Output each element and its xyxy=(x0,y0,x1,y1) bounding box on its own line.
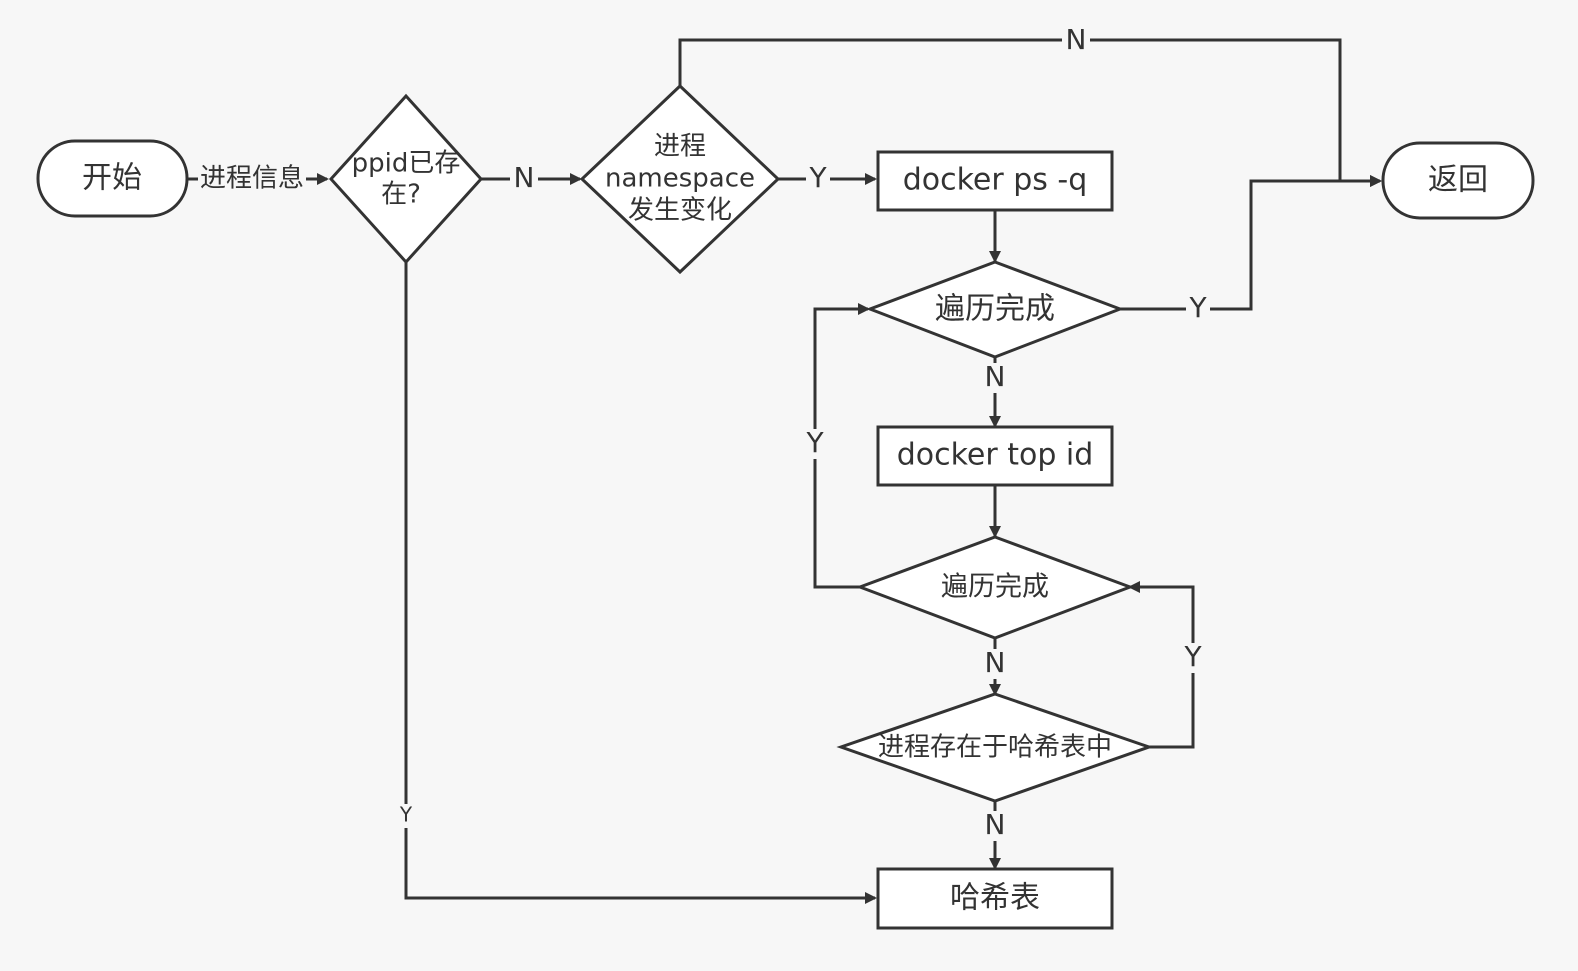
node-docker-top-label: docker top id xyxy=(897,438,1094,473)
node-return: 返回 xyxy=(1381,141,1535,220)
node-ppid-exists-line-2: 在? xyxy=(381,180,421,210)
process-shape xyxy=(876,867,1114,930)
edge-label-background xyxy=(1181,643,1205,673)
node-docker-ps: docker ps -q xyxy=(876,150,1114,212)
decision-shape xyxy=(865,260,1125,359)
edge-label-background xyxy=(981,649,1009,679)
edge-label-namespace-no: N xyxy=(1066,23,1087,56)
edge-label-process-info: 进程信息 xyxy=(200,164,304,194)
edge-label-namespace-yes: Y xyxy=(808,161,827,194)
edge-label-ppid-no: N xyxy=(514,161,535,194)
node-start: 开始 xyxy=(36,139,189,218)
node-namespace-line-1: 进程 xyxy=(654,132,706,162)
nodes-layer: 开始 ppid已存 在? 进程 namespace 发生变化 docker ps… xyxy=(36,83,1535,930)
node-in-hash-table-label: 进程存在于哈希表中 xyxy=(878,733,1112,763)
node-traverse-done-2-label: 遍历完成 xyxy=(941,572,1049,603)
edge-label-background xyxy=(198,164,306,194)
decision-shape xyxy=(328,93,484,265)
node-traverse-done-2: 遍历完成 xyxy=(855,535,1135,640)
node-docker-top: docker top id xyxy=(876,425,1114,487)
edge-label-background xyxy=(510,164,538,194)
edge-ppid-to-hash-table xyxy=(404,262,877,904)
node-traverse-done-1-label: 遍历完成 xyxy=(935,292,1055,327)
edge-label-ppid-yes: Y xyxy=(399,803,413,827)
node-start-label: 开始 xyxy=(82,161,142,196)
terminator-shape xyxy=(36,139,189,218)
edge-label-traverse-1-yes: Y xyxy=(1188,291,1207,324)
edge-label-background xyxy=(981,363,1009,393)
edge-label-background xyxy=(803,429,827,459)
edge-label-in-hash-no: N xyxy=(985,808,1006,841)
node-docker-ps-label: docker ps -q xyxy=(903,163,1088,198)
node-ppid-exists: ppid已存 在? xyxy=(328,93,484,265)
edge-label-background xyxy=(1186,294,1210,324)
node-traverse-done-1: 遍历完成 xyxy=(865,260,1125,359)
edge-label-traverse-2-no: N xyxy=(985,646,1006,679)
edge-traverse-1-to-return xyxy=(1120,175,1382,311)
node-return-label: 返回 xyxy=(1428,163,1488,198)
decision-shape xyxy=(836,692,1154,803)
node-in-hash-table: 进程存在于哈希表中 xyxy=(836,692,1154,803)
node-hash-table-label: 哈希表 xyxy=(950,881,1040,916)
node-hash-table: 哈希表 xyxy=(876,867,1114,930)
terminator-shape xyxy=(1381,141,1535,220)
edge-label-traverse-2-yes: Y xyxy=(805,426,824,459)
decision-shape xyxy=(579,83,781,275)
node-namespace-changed: 进程 namespace 发生变化 xyxy=(579,83,781,275)
node-ppid-exists-line-1: ppid已存 xyxy=(352,149,461,179)
process-shape xyxy=(876,425,1114,487)
edge-labels-layer: 进程信息 N N Y Y N Y N Y N Y xyxy=(198,23,1210,841)
edge-label-traverse-1-no: N xyxy=(985,360,1006,393)
edge-label-background xyxy=(1062,26,1090,56)
node-namespace-line-2: namespace xyxy=(605,164,755,194)
edge-label-background xyxy=(806,165,830,193)
node-namespace-line-3: 发生变化 xyxy=(628,196,732,226)
edge-label-in-hash-yes: Y xyxy=(1183,640,1202,673)
process-shape xyxy=(876,150,1114,212)
edge-label-background xyxy=(981,811,1009,841)
decision-shape xyxy=(855,535,1135,640)
edge-label-background xyxy=(396,804,416,828)
